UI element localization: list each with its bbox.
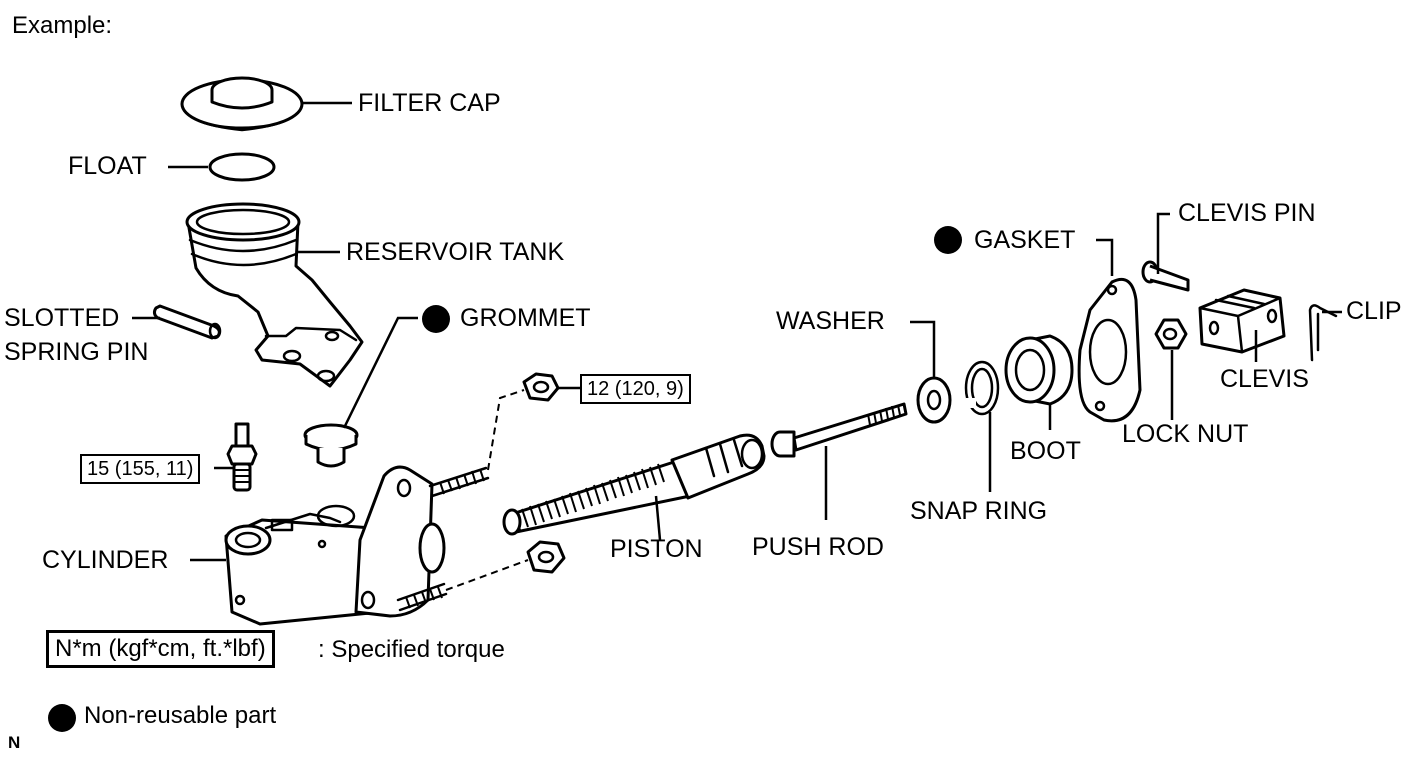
stud-bolts-drawing [396, 466, 490, 612]
snap-ring-drawing [964, 360, 1000, 416]
lock-nut-drawing [1154, 318, 1188, 350]
clevis-pin-drawing [1141, 260, 1190, 292]
label-snap-ring: SNAP RING [910, 497, 1048, 525]
legend-torque-text: : Specified torque [318, 636, 505, 663]
grommet-nonreusable-icon [422, 305, 450, 333]
grommet-drawing [303, 423, 359, 468]
label-piston: PISTON [610, 535, 703, 563]
boot-drawing [1004, 334, 1074, 406]
footer-mark: N [8, 733, 21, 752]
push-rod-drawing [770, 402, 908, 458]
float-drawing [208, 152, 276, 182]
label-spring-pin: SPRING PIN [4, 338, 149, 366]
label-washer: WASHER [776, 307, 885, 335]
piston-drawing [502, 433, 766, 536]
label-cylinder: CYLINDER [42, 546, 169, 574]
page-title: Example: [12, 12, 113, 39]
union-bolt-drawing [226, 422, 258, 492]
nuts-drawing [522, 372, 566, 574]
label-clevis-pin: CLEVIS PIN [1178, 199, 1316, 227]
label-filter-cap: FILTER CAP [358, 89, 501, 117]
filter-cap-drawing [180, 76, 304, 132]
label-grommet: GROMMET [460, 304, 591, 332]
torque-nuts-box: 12 (120, 9) [580, 374, 691, 404]
washer-drawing [916, 376, 952, 424]
torque-union-box: 15 (155, 11) [80, 454, 201, 484]
label-push-rod: PUSH ROD [752, 533, 884, 561]
legend-torque-box: N*m (kgf*cm, ft.*lbf) [46, 630, 275, 668]
legend-nonreusable-icon [48, 704, 76, 732]
reservoir-tank-drawing [185, 202, 364, 388]
label-boot: BOOT [1010, 437, 1081, 465]
label-gasket: GASKET [974, 226, 1076, 254]
label-float: FLOAT [68, 152, 147, 180]
clip-drawing [1308, 304, 1338, 362]
label-slotted: SLOTTED [4, 304, 120, 332]
clevis-drawing [1198, 288, 1286, 354]
slotted-spring-pin-drawing [152, 304, 222, 340]
cylinder-drawing [224, 465, 446, 626]
label-lock-nut: LOCK NUT [1122, 420, 1249, 448]
label-clevis: CLEVIS [1220, 365, 1309, 393]
gasket-drawing [1077, 277, 1142, 423]
label-clip: CLIP [1346, 297, 1402, 325]
label-reservoir-tank: RESERVOIR TANK [346, 238, 565, 266]
legend-nonreusable-text: Non-reusable part [84, 702, 277, 729]
gasket-nonreusable-icon [934, 226, 962, 254]
